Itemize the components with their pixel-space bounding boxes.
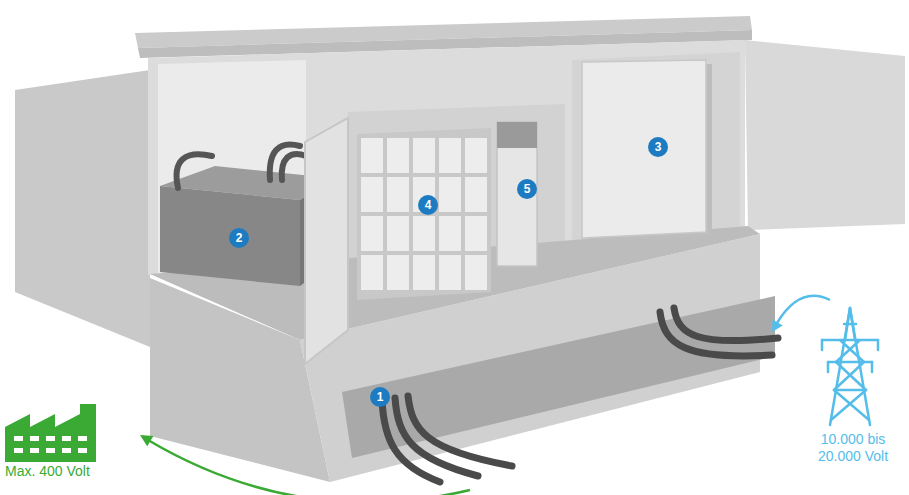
pylon-strut xyxy=(834,390,869,420)
grid-frame xyxy=(357,128,491,300)
meter-display xyxy=(497,122,537,148)
pylon-strut xyxy=(822,339,878,342)
factory-node: Max. 400 Volt xyxy=(0,400,130,492)
transformer-front xyxy=(160,186,300,286)
callout-label: 2 xyxy=(229,228,249,248)
callout-label: 4 xyxy=(418,195,438,215)
supply-arrow xyxy=(148,440,470,495)
factory-window xyxy=(62,448,71,453)
arrow-head xyxy=(140,435,153,446)
incoming-cable xyxy=(674,308,778,341)
pylon-node: 10.000 bis 20.000 Volt xyxy=(800,300,906,490)
pylon-strut xyxy=(850,308,855,340)
callout-number: 3 xyxy=(648,137,668,157)
callout-number: 5 xyxy=(517,179,537,199)
callout-circle xyxy=(370,387,390,407)
pylon-strut xyxy=(836,362,866,390)
voltage-label: 10.000 bis 20.000 Volt xyxy=(808,431,898,465)
right-compartment xyxy=(572,52,740,250)
tower-shape xyxy=(800,300,906,428)
pylon-strut xyxy=(834,362,864,390)
factory-window xyxy=(78,436,87,441)
factory-window xyxy=(30,436,39,441)
pylon-strut xyxy=(840,340,864,362)
callout-number: 2 xyxy=(229,228,249,248)
distribution-panel xyxy=(582,60,706,238)
pylon-strut xyxy=(836,340,860,362)
callout-circle xyxy=(418,195,438,215)
factory-window xyxy=(62,436,71,441)
pylon-strut xyxy=(877,340,880,350)
meter-device xyxy=(497,122,537,266)
grid-cells xyxy=(361,138,487,290)
feed-arrow xyxy=(777,296,830,323)
middle-door xyxy=(305,118,348,364)
factory-window xyxy=(46,436,55,441)
pylon-strut xyxy=(831,390,866,420)
arrow-head xyxy=(772,319,783,332)
callout-number: 4 xyxy=(418,195,438,215)
factory-window xyxy=(14,436,23,441)
pylon-strut xyxy=(834,389,866,392)
outgoing-cable xyxy=(408,396,512,466)
pylon-strut xyxy=(828,361,872,364)
callout-label: 5 xyxy=(517,179,537,199)
pylon-strut xyxy=(844,323,856,326)
left-door xyxy=(15,70,150,347)
right-door xyxy=(745,40,905,230)
pylon-strut xyxy=(845,308,850,340)
callout-label: 1 xyxy=(370,387,390,407)
factory-window xyxy=(46,448,55,453)
pylon-strut xyxy=(871,362,874,372)
callout-circle xyxy=(229,228,249,248)
pylon-strut xyxy=(821,340,824,350)
callout-circle xyxy=(648,137,668,157)
factory-icon xyxy=(5,404,96,462)
factory-window xyxy=(30,448,39,453)
factory-window xyxy=(14,448,23,453)
transformer-cable xyxy=(177,154,212,188)
transformer-cable xyxy=(282,154,306,180)
factory-shape xyxy=(0,400,110,462)
callout-label: 3 xyxy=(648,137,668,157)
pylon-strut xyxy=(827,362,830,372)
voltage-label: Max. 400 Volt xyxy=(5,463,90,479)
callout-circle xyxy=(517,179,537,199)
callout-number: 1 xyxy=(370,387,390,407)
factory-window xyxy=(78,448,87,453)
